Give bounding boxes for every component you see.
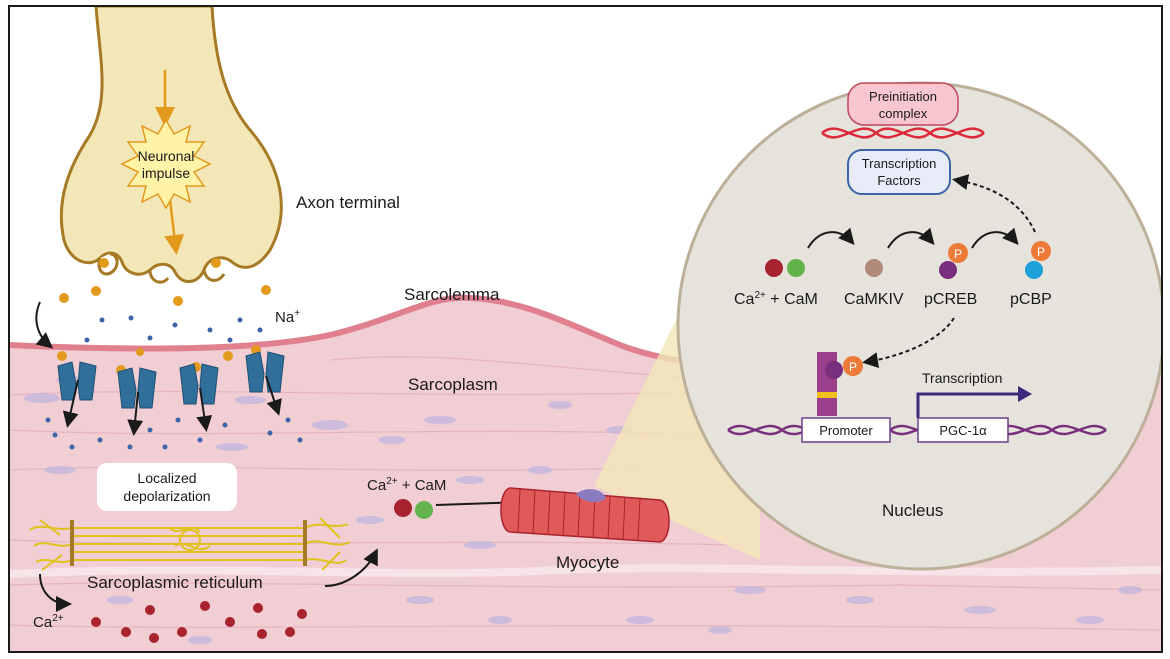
- pgc-label: PGC-1α: [939, 423, 987, 438]
- step-pcreb-label: pCREB: [924, 291, 977, 308]
- diagram-frame: [8, 5, 1163, 653]
- preinitiation-label-2: complex: [879, 106, 928, 121]
- influx-arrow: [35, 301, 54, 349]
- pcbp-p-text: P: [1037, 245, 1045, 259]
- ion-channels: [57, 351, 285, 409]
- sr-release-arrow-left: [39, 573, 72, 612]
- pcreb-p-marker: [948, 243, 968, 263]
- ca-dot: [394, 499, 412, 517]
- step-pcbp-label: pCBP: [1010, 291, 1052, 308]
- camkiv-dot: [865, 259, 883, 277]
- dna-top: [821, 127, 985, 139]
- pcbp-to-tf-arrow: [952, 174, 1036, 233]
- sarcoplasm-label: Sarcoplasm: [408, 375, 498, 394]
- calcium-ions: [91, 601, 307, 643]
- axon-vesicles: [97, 252, 226, 284]
- sarcolemma-label: Sarcolemma: [404, 285, 500, 304]
- na-ion-label: Na+: [275, 308, 300, 326]
- tf-label-2: Factors: [877, 173, 921, 188]
- promoter-binding-band: [817, 392, 837, 398]
- neuronal-impulse-label-1: Neuronal: [138, 148, 195, 164]
- bound-p-text: P: [849, 360, 857, 374]
- pcreb-p-text: P: [954, 247, 962, 261]
- transcription-factors-box: [847, 149, 951, 195]
- step-camkiv-label: CaMKIV: [844, 291, 904, 308]
- nuc-cam-dot: [787, 259, 805, 277]
- preinitiation-complex-box: [847, 82, 959, 126]
- small-ions: [45, 315, 303, 450]
- myocyte: [500, 487, 670, 543]
- transcription-label: Transcription: [922, 370, 1002, 386]
- sr-bands: [70, 520, 307, 566]
- sr-release-arrow-right: [324, 548, 378, 587]
- transcription-arrow-head: [1018, 386, 1032, 402]
- promoter-box: [801, 417, 891, 443]
- myocyte-label: Myocyte: [556, 553, 619, 572]
- sodium-ions: [57, 258, 271, 375]
- preinitiation-label-1: Preinitiation: [869, 89, 937, 104]
- nucleus-label: Nucleus: [882, 501, 943, 520]
- neuronal-impulse-label-2: impulse: [142, 165, 190, 181]
- promoter-label: Promoter: [819, 423, 873, 438]
- pcbp-p-marker: [1031, 241, 1051, 261]
- pcreb-to-promoter-arrow: [862, 317, 955, 369]
- tissue-light-band: [9, 564, 1162, 578]
- axon-terminal-label: Axon terminal: [296, 193, 400, 212]
- pcreb-dot: [939, 261, 957, 279]
- step-ca-cam-label: Ca2+ + CaM: [734, 290, 818, 308]
- pcbp-dot: [1025, 261, 1043, 279]
- calcium-label: Ca2+: [33, 613, 64, 631]
- neuronal-impulse-burst: [120, 118, 212, 210]
- pathway-arrows: [807, 227, 1019, 249]
- nuc-ca-dot: [765, 259, 783, 277]
- ca-cam-label: Ca2+ + CaM: [367, 476, 446, 494]
- cam-dot: [415, 501, 433, 519]
- channel-arrows: [62, 375, 282, 436]
- impulse-arrow-bottom: [164, 199, 185, 255]
- bound-pcreb-dot: [825, 361, 843, 379]
- sarcoplasmic-reticulum: [29, 517, 351, 571]
- bound-p-marker: [843, 356, 863, 376]
- pgc-box: [917, 417, 1009, 443]
- tf-label-1: Transcription: [862, 156, 937, 171]
- localized-label-1: Localized: [137, 470, 196, 486]
- dna-bottom: [727, 424, 1107, 436]
- localized-depolarization-box: [97, 463, 237, 511]
- transcription-start-arrow: [916, 392, 1020, 418]
- localized-label-2: depolarization: [123, 488, 210, 504]
- sarcoplasmic-reticulum-label: Sarcoplasmic reticulum: [87, 573, 263, 592]
